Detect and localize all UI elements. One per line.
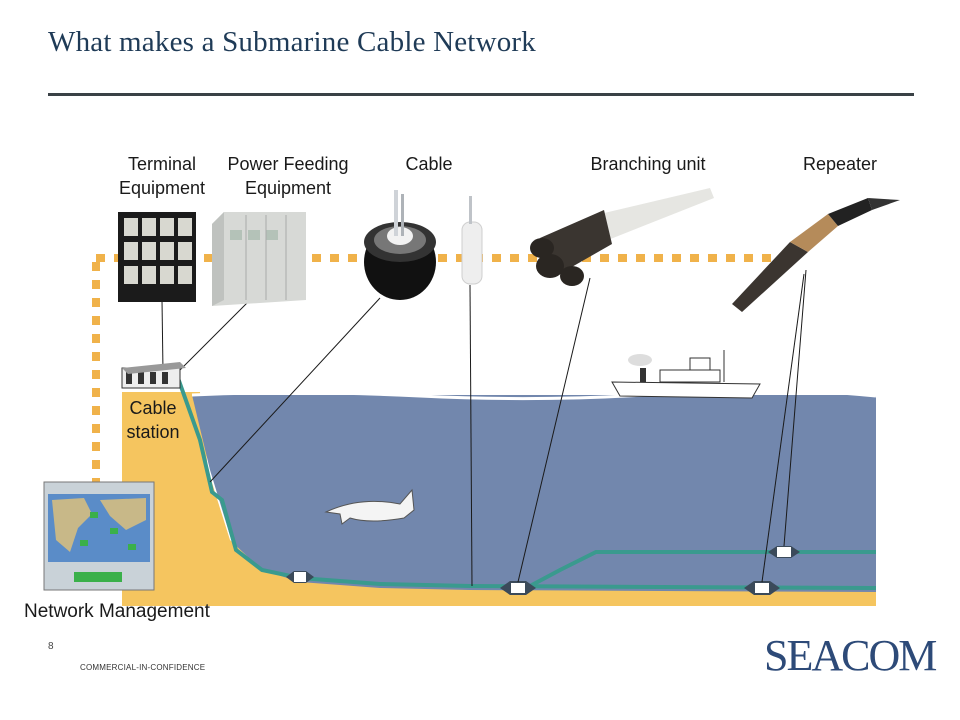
armoured-cable-image [364,190,436,300]
label-cable: Cable [405,154,453,174]
slide-title: What makes a Submarine Cable Network [48,26,536,58]
cable-repeater-2 [744,581,780,595]
label-network-management: Network Management [24,601,210,622]
cable-ship-image [611,350,761,399]
cable-branching-unit [500,581,536,595]
network-management-image [43,481,155,591]
branch-cable [529,550,876,588]
shark-image [324,488,415,525]
main-cable [176,377,877,590]
title-rule [48,93,914,96]
terminal-equipment-image [118,212,196,302]
branching-unit-image [530,188,714,286]
svg-text:SEACOM: SEACOM [764,631,936,680]
page-number: 8 [48,641,54,652]
sea-area [192,395,876,592]
lightweight-cable-image [461,196,483,285]
cable-station-image [121,362,186,389]
cable-repeater-3 [768,546,800,558]
confidentiality-footer: COMMERCIAL-IN-CONFIDENCE [80,663,206,672]
seacom-logo: SEACOM [764,631,938,680]
repeater-image [732,198,900,312]
label-branching-unit: Branching unit [590,154,706,174]
label-repeater: Repeater [802,154,878,174]
dotted-route [92,254,786,482]
power-feeding-equipment-image [212,212,306,306]
cable-repeater-1 [286,571,314,583]
